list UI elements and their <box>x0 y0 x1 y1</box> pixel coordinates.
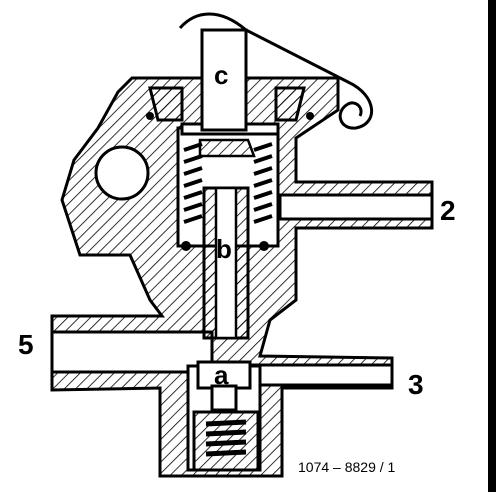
lower-spring <box>205 419 247 457</box>
spring-seat-cup <box>198 138 256 158</box>
left-cap-seal <box>148 86 184 122</box>
label-b: b <box>216 234 232 264</box>
label-a: a <box>214 360 229 390</box>
port-2-bore <box>278 193 434 221</box>
stem-c <box>200 28 248 132</box>
o-rings <box>146 112 314 251</box>
port-5-bore <box>50 330 214 374</box>
label-port-2: 2 <box>440 195 456 226</box>
reference-number: 1074 – 8829 / 1 <box>298 459 396 475</box>
retaining-clip <box>178 12 373 130</box>
port-3-bore <box>246 363 394 387</box>
lower-stem <box>210 384 238 412</box>
mounting-hole <box>94 145 150 201</box>
plunger-bore <box>214 186 238 340</box>
label-c: c <box>214 60 228 90</box>
label-port-3: 3 <box>408 369 424 400</box>
label-port-5: 5 <box>18 329 34 360</box>
upper-spring <box>183 142 273 224</box>
right-border <box>488 0 496 492</box>
right-cap-seal <box>274 86 306 122</box>
